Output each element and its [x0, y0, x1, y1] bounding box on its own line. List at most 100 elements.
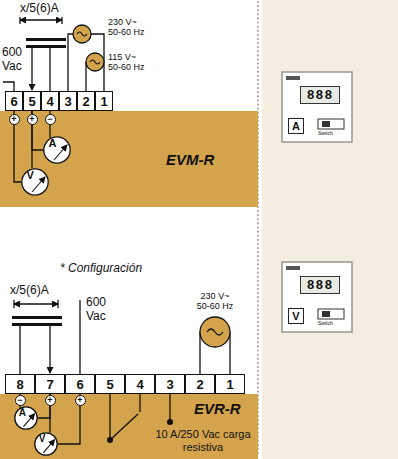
- meter-outline: [15, 407, 37, 429]
- terminal-box: 4: [41, 91, 59, 111]
- polarity-sign: +: [75, 395, 86, 406]
- terminal-number: 6: [76, 377, 83, 392]
- terminal-box: 7: [35, 374, 65, 394]
- model-name: EVR-R: [194, 400, 241, 417]
- diagram-label: 115 V~: [108, 52, 136, 62]
- arrow-tick: [19, 17, 20, 24]
- polarity-sign: −: [45, 114, 56, 125]
- terminal-box: 1: [95, 91, 113, 111]
- unit-box: A: [288, 118, 304, 134]
- model-name: EVM-R: [166, 151, 214, 168]
- switch-slot: [318, 309, 344, 319]
- meter-symbol: [43, 136, 71, 164]
- terminal-number: 8: [16, 377, 23, 392]
- terminal-number: 3: [166, 377, 173, 392]
- arrow-tick: [61, 17, 62, 24]
- dotted-separator: [257, 2, 259, 457]
- terminal-box: 3: [59, 91, 77, 111]
- unit-letter: V: [27, 170, 34, 181]
- diagram-label: 10 A/250 Vac carga resistiva: [150, 428, 256, 453]
- polarity-sign: +: [27, 114, 38, 125]
- voltage-lead: [79, 300, 80, 374]
- supply-wire: [68, 34, 73, 91]
- diagram-label: x/5(6)A: [10, 284, 49, 298]
- voltage-lead: [3, 82, 14, 91]
- diagram-label: x/5(6)A: [20, 2, 59, 16]
- arrow-tick: [57, 300, 58, 308]
- terminal-number: 4: [136, 377, 143, 392]
- terminal-number: 4: [46, 94, 53, 109]
- diagram-label: 50-60 Hz: [108, 27, 145, 37]
- range-arrow: [20, 19, 62, 20]
- switch-slot: [318, 119, 344, 129]
- terminal-number: 2: [82, 94, 89, 109]
- diagram-label: 230 V~: [108, 17, 137, 27]
- diagram-label: 600 Vac: [2, 46, 28, 74]
- unit-letter: A: [49, 138, 57, 149]
- meter-needle: [32, 177, 45, 192]
- terminal-number: 2: [196, 377, 203, 392]
- meter-outline: [35, 433, 57, 455]
- switch-knob: [322, 121, 330, 127]
- ac-wave: [90, 60, 100, 64]
- terminal-box: 4: [125, 374, 155, 394]
- polarity-sign: +: [45, 395, 56, 406]
- meter-outline: [44, 137, 70, 163]
- relay-wire: [139, 394, 140, 412]
- meter-display: 888: [300, 86, 340, 104]
- diagram-label: * Configuración: [60, 262, 142, 276]
- relay-contact: [167, 419, 173, 425]
- terminal-number: 7: [46, 377, 53, 392]
- relay-contact-arm: [110, 414, 138, 440]
- meter-circle: A: [14, 406, 38, 430]
- brand-mark: [286, 266, 300, 270]
- display-digits: 888: [307, 278, 333, 293]
- relay-wire: [109, 394, 110, 438]
- terminal-box: 1: [215, 374, 245, 394]
- ct-lead: [49, 326, 50, 373]
- meter-circle: V: [21, 168, 49, 196]
- ct-bar: [12, 323, 62, 326]
- diagram-label: Switch: [318, 321, 333, 327]
- meter-frame: [282, 72, 352, 142]
- ac-source-symbol: [73, 25, 91, 43]
- ac-wave: [207, 329, 223, 335]
- display-digits: 888: [307, 88, 333, 103]
- ct-lead: [19, 326, 20, 374]
- diagram-label: 600 Vac: [86, 296, 112, 324]
- terminal-number: 5: [28, 94, 35, 109]
- terminal-number: 3: [64, 94, 71, 109]
- terminal-box: 5: [23, 91, 41, 111]
- ct-lead: [49, 48, 50, 91]
- device-block: A V EVM-R: [0, 111, 258, 207]
- terminal-number: 5: [106, 377, 113, 392]
- diagram-label: 50-60 Hz: [108, 62, 145, 72]
- terminal-box: 3: [155, 374, 185, 394]
- terminal-box: 6: [65, 374, 95, 394]
- ac-wave: [77, 32, 87, 36]
- meter-symbol: [21, 168, 49, 196]
- terminal-box: 2: [185, 374, 215, 394]
- arrow-tick: [13, 300, 14, 308]
- unit-letter: A: [292, 120, 300, 132]
- supply-wire: [229, 332, 230, 374]
- meter-frame: [282, 262, 352, 332]
- terminal-number: 6: [10, 94, 17, 109]
- terminal-number: 1: [100, 94, 107, 109]
- switch-knob: [322, 311, 330, 317]
- meter-circle: V: [34, 432, 58, 456]
- terminal-box: 8: [5, 374, 35, 394]
- ac-source-symbol: [86, 53, 104, 71]
- terminal-box: 5: [95, 374, 125, 394]
- meter-circle: A: [43, 136, 71, 164]
- polarity-sign: −: [15, 395, 26, 406]
- meter-outline: [22, 169, 48, 195]
- diagram-label: 230 V~: [185, 291, 245, 301]
- unit-letter: V: [292, 310, 299, 322]
- product-panel: [262, 0, 398, 459]
- evm-panel-ground: [0, 111, 258, 207]
- unit-box: V: [288, 308, 304, 324]
- diagram-label: Switch: [318, 131, 333, 137]
- meter-display: 888: [300, 276, 340, 294]
